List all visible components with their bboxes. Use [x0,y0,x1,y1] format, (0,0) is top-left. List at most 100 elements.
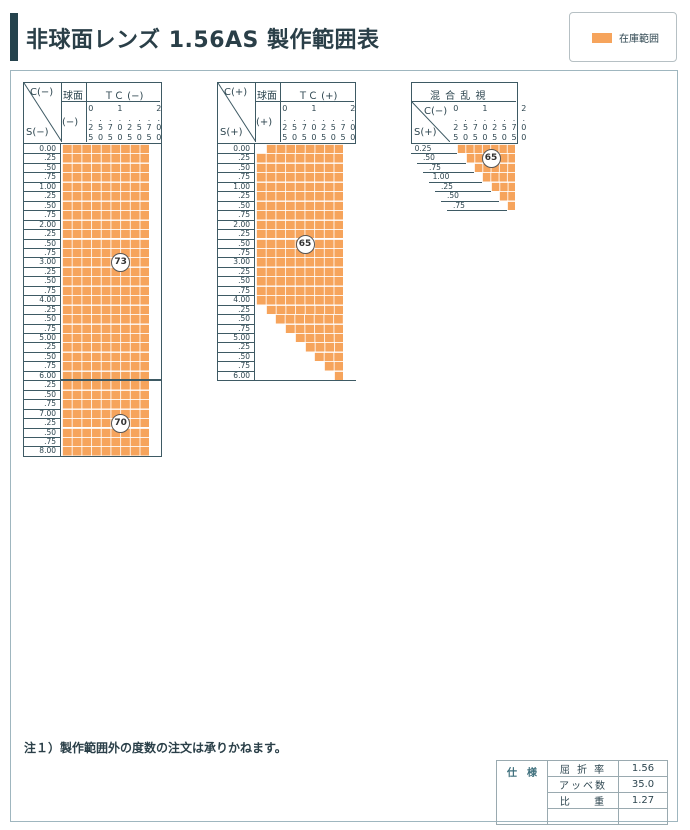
row-label-underline [23,380,60,382]
column-header-char: 7 [340,123,346,132]
column-header-char: 0 [117,132,123,142]
row-label-underline [23,247,60,249]
column-header-char: 5 [321,132,327,142]
stock-range-cells [333,370,344,381]
column-header-char: 2 [282,123,288,132]
range-count-badge: 73 [111,253,131,273]
row-label-underline [23,257,60,259]
row-label-underline [217,229,254,231]
stock-range-cells [62,285,150,296]
row-label-underline [23,389,60,391]
row-label: 6.00 [233,370,250,380]
stock-range-cells [256,266,344,277]
row-label: .75 [429,162,441,172]
row-label-underline [217,333,254,334]
column-header-char: 5 [511,132,517,142]
row-label: .25 [44,266,56,276]
stock-range-cells [62,191,150,201]
row-label-underline [23,427,60,429]
row-label-underline [441,200,499,202]
row-label-underline [23,361,60,363]
column-header-char: . [147,113,151,123]
stock-range-cells [256,210,344,220]
column-header-char: . [157,113,160,123]
stock-range-cells [62,247,150,258]
legend-label: 在庫範囲 [619,34,659,45]
corner-top-label: C(−) [424,106,448,117]
stock-range-cells [275,314,344,324]
row-label: .50 [44,389,56,399]
column-header-char: 5 [301,132,307,142]
row-label: .75 [238,285,250,295]
column-header-char: 0 [88,104,94,113]
row-label: 1.00 [39,181,56,191]
row-label-underline [217,314,254,316]
column-header-char: 5 [492,132,498,142]
row-label: 0.00 [39,144,56,153]
stock-range-cells [62,295,150,305]
stock-range-cells [256,285,344,296]
row-label: .50 [447,191,459,201]
section-divider [60,379,162,382]
column-header-char: 0 [462,132,469,142]
row-label: 0.00 [233,144,250,153]
range-count-badge: 70 [111,414,131,434]
row-label: .50 [44,351,56,361]
column-header-char: 0 [291,132,298,142]
row-label-underline [23,229,60,231]
column-header-char: 5 [472,132,478,142]
row-label: .75 [44,210,56,220]
tc-header: ＴＣ (−) [104,91,144,102]
column-header-char: . [483,113,487,123]
stock-range-cells [62,229,150,239]
stock-range-cells [62,276,150,286]
column-header-char: 1 [117,104,123,113]
row-label: .75 [44,285,56,295]
column-header-char: 5 [501,123,507,132]
row-label: .50 [238,200,250,210]
row-label-underline [23,351,60,353]
column-header-char: . [89,113,93,123]
row-label: .75 [44,361,56,371]
row-label-underline [217,370,254,372]
row-label: 4.00 [233,295,250,305]
stock-range-cells [62,408,150,419]
row-label-underline [23,210,60,212]
page-title: 非球面レンズ 1.56AS 製作範囲表 [26,28,380,53]
content-frame [10,70,678,822]
row-label: .50 [44,427,56,437]
stock-range-cells [507,200,516,211]
spec-name: アッベ数 [547,776,619,793]
row-label: .50 [238,162,250,172]
column-header-char: 0 [311,132,317,142]
row-label-underline [423,172,474,174]
row-label-underline [23,342,60,344]
stock-range-cells [62,427,150,437]
row-label: .75 [238,172,250,182]
column-header-char: . [138,113,141,123]
corner-bottom-label: S(+) [220,127,243,138]
spec-heading: 仕 様 [496,760,548,825]
stock-range-cells [62,418,150,428]
stock-range-cells [490,181,516,192]
row-label: .25 [44,191,56,201]
column-header-char: . [302,113,306,123]
stock-range-cells [265,304,344,315]
column-header-char: . [283,113,287,123]
stock-range-cells [62,219,150,230]
stock-range-cells [265,144,344,154]
stock-range-cells [62,314,150,324]
column-header-char: 0 [482,123,488,132]
stock-range-cells [314,351,344,362]
row-label: .50 [238,351,250,361]
stock-range-cells [62,257,150,267]
row-label: .25 [238,342,250,352]
column-header-char: 5 [107,132,113,142]
column-header-char: 5 [291,123,298,132]
row-label: 3.00 [39,257,56,267]
stock-range-cells [256,276,344,286]
column-header-char: 0 [117,123,123,132]
